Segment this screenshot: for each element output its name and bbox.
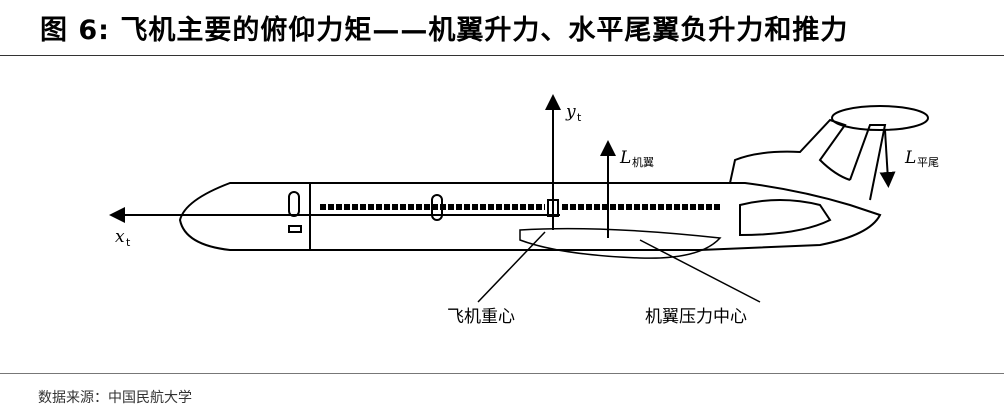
- x-axis-subscript: t: [126, 236, 131, 249]
- center-of-gravity-label: 飞机重心: [447, 307, 515, 327]
- fuselage: [178, 105, 929, 259]
- tail-lift-arrow: [879, 129, 896, 188]
- cp-leader-line: [639, 239, 761, 303]
- title-divider: [0, 55, 1004, 56]
- x-axis-label: x: [115, 227, 125, 247]
- source-note: 数据来源：中国民航大学: [38, 390, 192, 406]
- tail-lift-label: L: [904, 148, 916, 168]
- tail-lift-subscript: 平尾: [917, 156, 939, 169]
- wing-lift-label: L: [619, 148, 631, 168]
- cg-leader-line: [477, 231, 546, 303]
- source-divider: [0, 373, 1004, 374]
- y-axis-label: y: [565, 102, 576, 122]
- wing-lift-subscript: 机翼: [632, 155, 654, 169]
- figure-title: 图 6: 飞机主要的俯仰力矩——机翼升力、水平尾翼负升力和推力: [40, 15, 849, 46]
- center-of-pressure-label: 机翼压力中心: [645, 307, 747, 327]
- y-axis-subscript: t: [577, 111, 582, 124]
